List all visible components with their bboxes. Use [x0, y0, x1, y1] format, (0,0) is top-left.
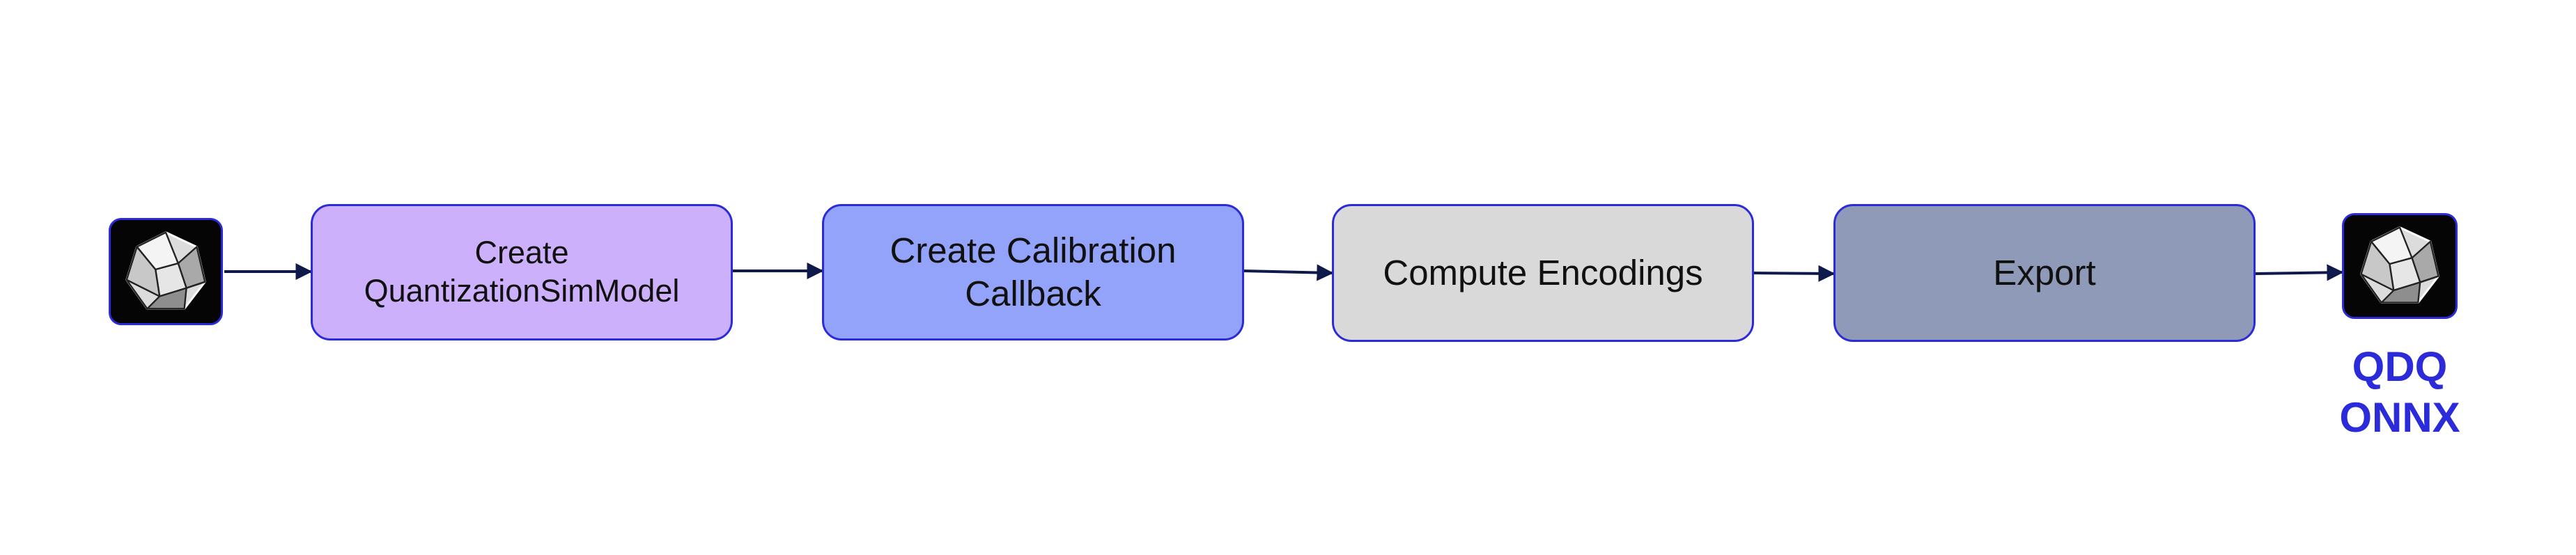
polyhedron-icon	[125, 231, 206, 310]
step-compute-encodings: Compute Encodings	[1332, 204, 1754, 342]
step-label: Export	[1993, 252, 2096, 292]
step-label: Create QuantizationSimModel	[364, 235, 680, 308]
arrow-compute-encodings-to-export	[1753, 265, 1836, 282]
input-model-icon	[109, 218, 223, 325]
step-create-quantsim: Create QuantizationSimModel	[311, 204, 733, 341]
output-label-line-1: QDQ	[2352, 343, 2448, 390]
output-label-line-2: ONNX	[2339, 394, 2460, 441]
output-model-icon	[2342, 213, 2458, 319]
arrow-calibration-to-compute-encodings	[1243, 264, 1334, 281]
step-label: Create Calibration Callback	[890, 230, 1177, 313]
step-label: Compute Encodings	[1383, 252, 1703, 292]
step-create-calibration-callback: Create Calibration Callback	[822, 204, 1244, 341]
output-format-label: QDQ ONNX	[2327, 341, 2473, 443]
polyhedron-icon	[2359, 226, 2440, 304]
step-export: Export	[1833, 204, 2256, 342]
arrow-export-to-output	[2255, 264, 2344, 281]
